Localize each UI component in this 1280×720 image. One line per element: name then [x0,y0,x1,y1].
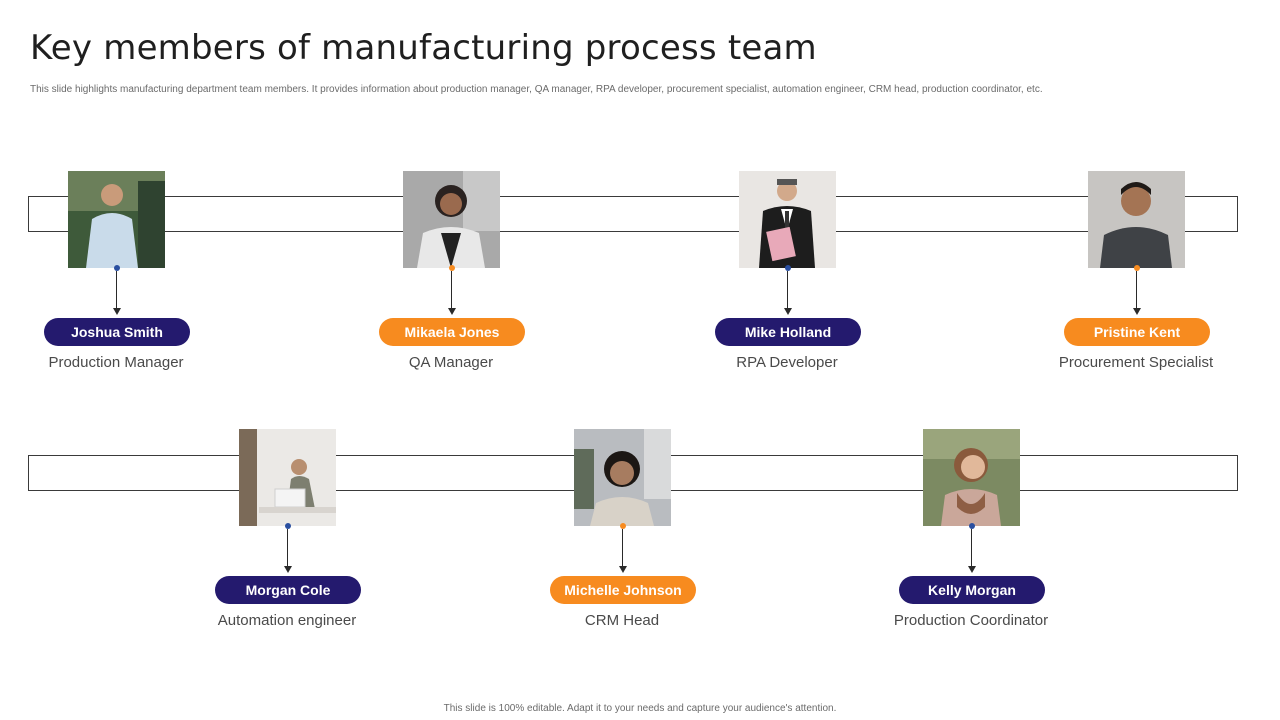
member-role: QA Manager [408,354,494,371]
connector-dot [114,265,120,271]
arrow-down-icon [784,308,792,315]
person-photo-icon [68,171,165,268]
arrow-down-icon [284,566,292,573]
connector-dot [620,523,626,529]
member-name-pill: Pristine Kent [1064,318,1210,346]
connector-line [116,271,117,310]
connector-dot [1134,265,1140,271]
member-role: Procurement Specialist [1058,354,1214,371]
arrow-down-icon [968,566,976,573]
member-role: RPA Developer [736,354,838,371]
connector-line [451,271,452,310]
connector-line [1136,271,1137,310]
person-photo-icon [239,429,336,526]
connector-line [622,529,623,568]
timeline-band-top [28,196,1238,232]
member-name-pill: Morgan Cole [215,576,361,604]
arrow-down-icon [619,566,627,573]
connector-dot [969,523,975,529]
connector-dot [449,265,455,271]
member-name-pill: Kelly Morgan [899,576,1045,604]
arrow-down-icon [113,308,121,315]
member-name-pill: Mikaela Jones [379,318,525,346]
person-photo-icon [574,429,671,526]
page-subtitle: This slide highlights manufacturing depa… [30,84,1043,95]
member-name-pill: Mike Holland [715,318,861,346]
member-name-pill: Joshua Smith [44,318,190,346]
connector-dot [285,523,291,529]
member-name-pill: Michelle Johnson [550,576,696,604]
arrow-down-icon [448,308,456,315]
member-role: CRM Head [584,612,660,629]
arrow-down-icon [1133,308,1141,315]
connector-dot [785,265,791,271]
member-role: Automation engineer [217,612,357,629]
person-photo-icon [739,171,836,268]
person-photo-icon [923,429,1020,526]
member-role: Production Coordinator [893,612,1049,629]
page-title: Key members of manufacturing process tea… [30,28,817,68]
connector-line [971,529,972,568]
member-role: Production Manager [48,354,184,371]
footer-note: This slide is 100% editable. Adapt it to… [443,703,837,714]
connector-line [287,529,288,568]
person-photo-icon [403,171,500,268]
person-photo-icon [1088,171,1185,268]
connector-line [787,271,788,310]
